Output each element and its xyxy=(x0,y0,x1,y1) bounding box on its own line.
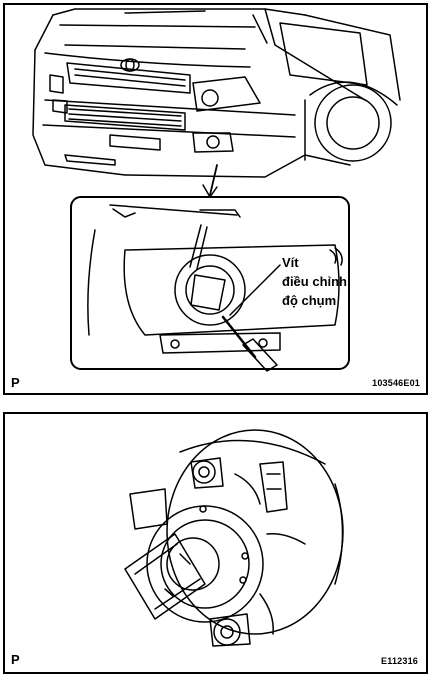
callout-line-3: độ chụm xyxy=(282,293,337,308)
adjusting-screw-callout: Vít điều chỉnh độ chụm xyxy=(282,253,347,310)
fog-lamp-figure: P E112316 xyxy=(3,412,428,674)
callout-line-2: điều chỉnh xyxy=(282,274,347,289)
figure-code: 103546E01 xyxy=(372,378,420,388)
figure-corner-letter: P xyxy=(11,375,20,390)
vehicle-front-figure: Vít điều chỉnh độ chụm P 103546E01 xyxy=(3,3,428,395)
fog-lamp-bulb-illustration xyxy=(124,429,344,647)
callout-line-1: Vít xyxy=(282,255,299,270)
figure-corner-letter: P xyxy=(11,652,20,667)
vehicle-front-illustration xyxy=(32,8,401,372)
figure-code: E112316 xyxy=(381,656,418,666)
